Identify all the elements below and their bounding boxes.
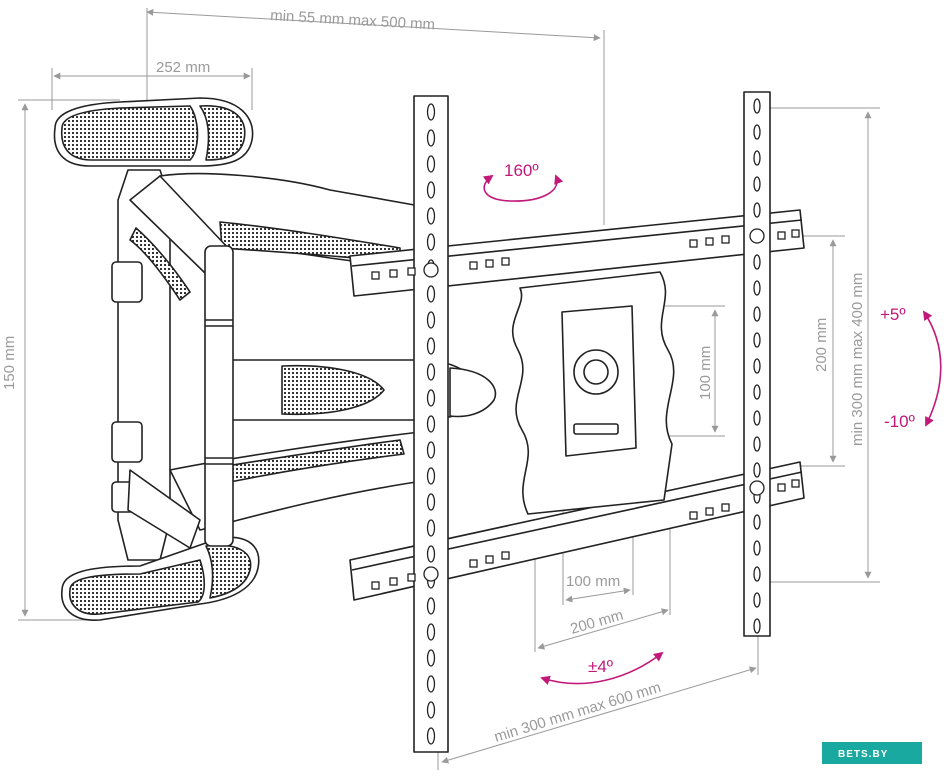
slot-hole: [426, 207, 436, 225]
vesa-vertical-label: min 300 mm max 400 mm: [849, 273, 866, 446]
slot-square: [721, 503, 730, 512]
slot-hole: [753, 566, 761, 582]
slot-hole: [426, 155, 436, 173]
slot-square: [389, 577, 398, 586]
slot-hole: [753, 384, 761, 400]
mounting-slots: [371, 98, 800, 745]
slot-hole: [426, 129, 436, 147]
bolt-knob: [423, 566, 439, 582]
slot-hole: [753, 462, 761, 478]
slot-hole: [426, 181, 436, 199]
slot-hole: [426, 545, 436, 563]
slot-square: [501, 551, 510, 560]
inner-horizontal-200-label: 200 mm: [568, 607, 625, 638]
arm-width-label: 252 mm: [156, 59, 210, 76]
bolt-knob: [749, 228, 765, 244]
slot-hole: [426, 441, 436, 459]
slot-square: [689, 511, 698, 520]
slot-hole: [426, 623, 436, 641]
slot-square: [469, 261, 478, 270]
slot-hole: [753, 592, 761, 608]
tilt-arrow: [922, 310, 942, 427]
slot-hole: [753, 358, 761, 374]
tv-bracket: [349, 91, 805, 753]
slot-hole: [426, 727, 436, 745]
slot-square: [407, 573, 416, 582]
slot-hole: [753, 306, 761, 322]
slot-hole: [426, 493, 436, 511]
dimension-lines: [18, 8, 880, 770]
rotation-arrow: [540, 651, 664, 685]
slot-square: [689, 239, 698, 248]
slot-hole: [753, 202, 761, 218]
slot-square: [777, 483, 786, 492]
slot-hole: [426, 103, 436, 121]
slot-square: [371, 271, 380, 280]
bolt-knob: [749, 480, 765, 496]
slot-square: [407, 267, 416, 276]
slot-hole: [753, 618, 761, 634]
slot-hole: [426, 389, 436, 407]
slot-hole: [753, 514, 761, 530]
rotation-label: ±4º: [588, 657, 613, 676]
slot-square: [705, 237, 714, 246]
slot-square: [469, 559, 478, 568]
slot-hole: [426, 675, 436, 693]
slot-square: [485, 259, 494, 268]
bolt-knob: [423, 262, 439, 278]
slot-hole: [753, 98, 761, 114]
slot-hole: [426, 311, 436, 329]
watermark-text: BETS.BY: [838, 749, 888, 760]
slot-square: [485, 555, 494, 564]
angle-labels: 160º +5º -10º ±4º: [504, 161, 915, 676]
inner-vertical-200-label: 200 mm: [813, 318, 830, 372]
slot-hole: [753, 124, 761, 140]
slot-hole: [426, 233, 436, 251]
slot-hole: [753, 254, 761, 270]
slot-hole: [426, 467, 436, 485]
slot-square: [777, 231, 786, 240]
slot-square: [501, 257, 510, 266]
slot-square: [389, 269, 398, 278]
slot-square: [791, 229, 800, 238]
slot-hole: [426, 519, 436, 537]
slot-hole: [753, 150, 761, 166]
inner-horizontal-100-label: 100 mm: [566, 573, 620, 590]
watermark: BETS.BY: [822, 742, 922, 764]
vesa-horizontal-label: min 300 mm max 600 mm: [492, 679, 663, 746]
slot-hole: [753, 540, 761, 556]
slot-hole: [753, 280, 761, 296]
slot-hole: [753, 332, 761, 348]
slot-square: [371, 581, 380, 590]
slot-square: [791, 479, 800, 488]
slot-hole: [753, 410, 761, 426]
slot-hole: [426, 415, 436, 433]
slot-hole: [426, 701, 436, 719]
slot-hole: [753, 176, 761, 192]
tilt-up-label: +5º: [880, 305, 906, 324]
mount-drawing: [53, 97, 497, 621]
slot-hole: [426, 597, 436, 615]
angle-arrows: [482, 174, 942, 685]
inner-vertical-100-label: 100 mm: [697, 346, 714, 400]
slot-square: [705, 507, 714, 516]
tilt-down-label: -10º: [884, 412, 915, 431]
pivot-post: [204, 245, 234, 547]
swivel-label: 160º: [504, 161, 539, 180]
top-depth-label: min 55 mm max 500 mm: [270, 7, 436, 33]
slot-square: [721, 235, 730, 244]
plate-height-label: 150 mm: [1, 336, 18, 390]
slot-hole: [426, 337, 436, 355]
slot-hole: [426, 285, 436, 303]
swivel-arrow: [482, 174, 564, 202]
slot-hole: [753, 436, 761, 452]
slot-hole: [426, 649, 436, 667]
slot-hole: [426, 363, 436, 381]
